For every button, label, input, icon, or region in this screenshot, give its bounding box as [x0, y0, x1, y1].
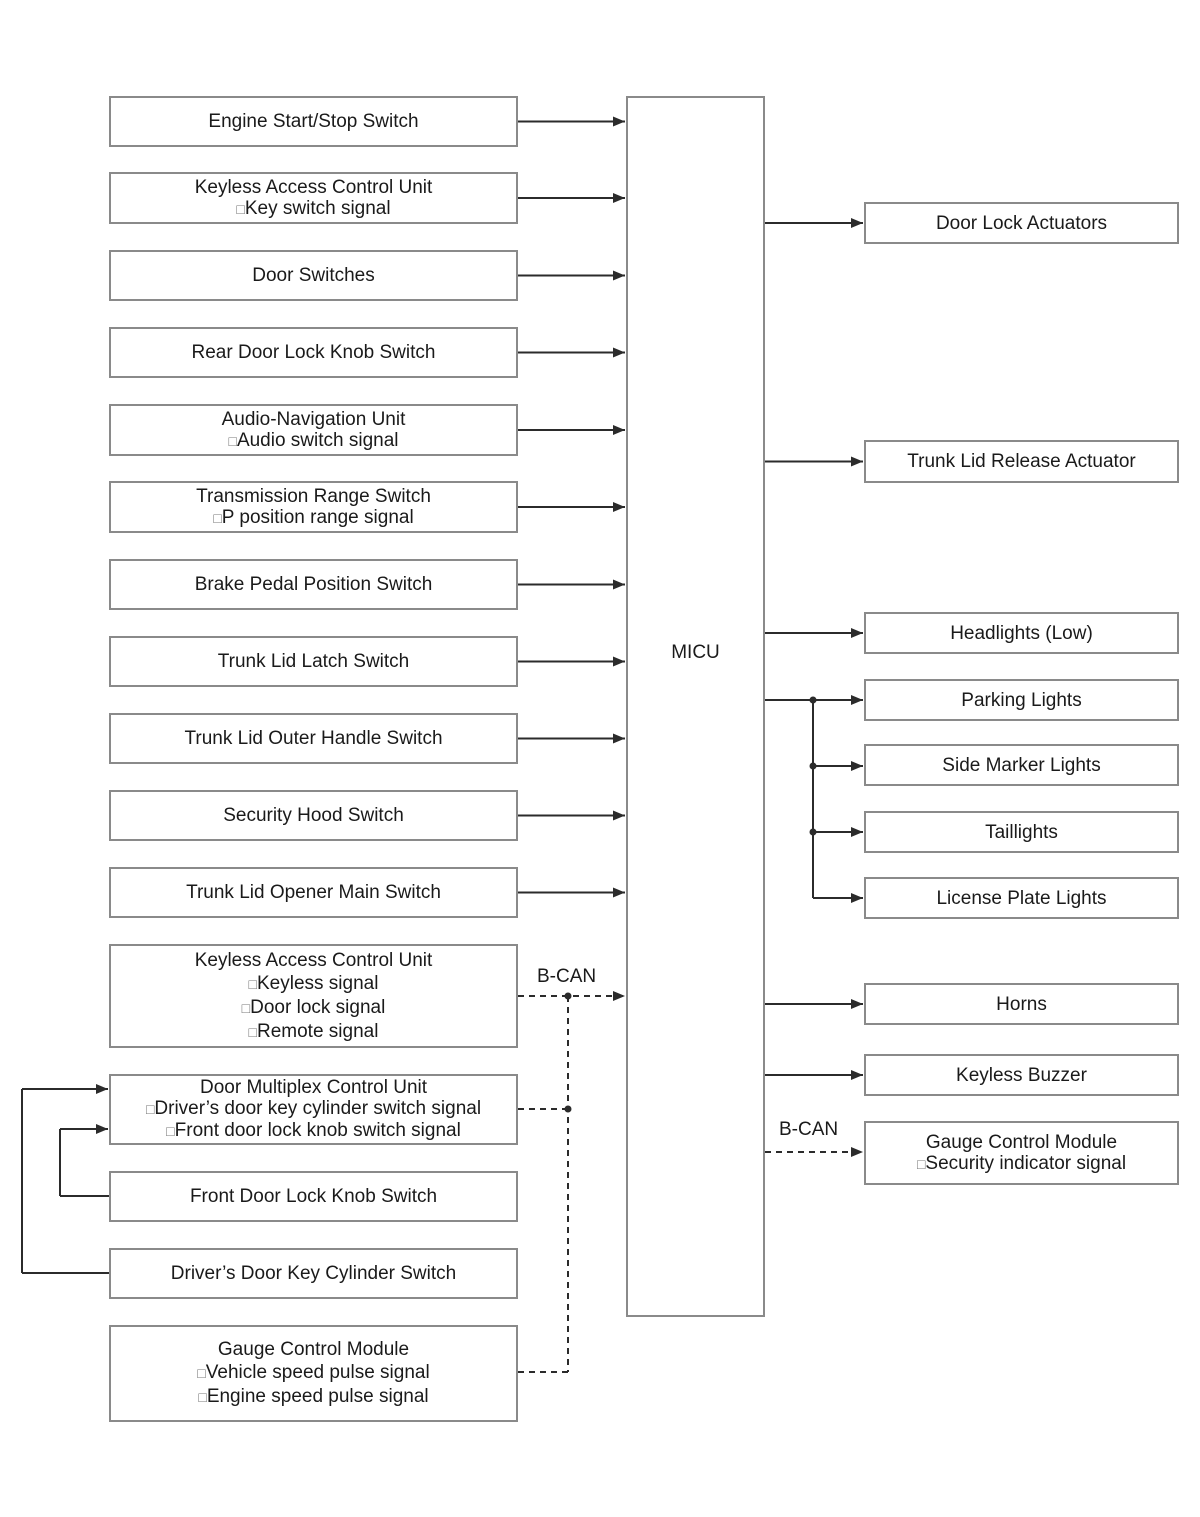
bullet-glyph: □ — [228, 432, 237, 449]
box-title: Brake Pedal Position Switch — [194, 574, 433, 595]
input-box-rear-door-lock-knob-switch: Rear Door Lock Knob Switch — [109, 327, 518, 378]
signal-text: Engine speed pulse signal — [206, 1386, 429, 1407]
input-box-trunk-lid-latch-switch: Trunk Lid Latch Switch — [109, 636, 518, 687]
box-title: Trunk Lid Latch Switch — [217, 651, 410, 672]
bcan-label-output: B-CAN — [779, 1119, 839, 1140]
input-box-door-switches: Door Switches — [109, 250, 518, 301]
output-box-keyless-buzzer: Keyless Buzzer — [864, 1054, 1179, 1096]
signal-label: □Vehicle speed pulse signal — [197, 1361, 429, 1385]
input-box-security-hood-switch: Security Hood Switch — [109, 790, 518, 841]
input-box-transmission-range-switch: Transmission Range Switch□P position ran… — [109, 481, 518, 533]
junction-dot — [564, 1105, 572, 1113]
signal-label: □P position range signal — [213, 507, 413, 529]
junction-dot — [564, 992, 572, 1000]
output-box-license-plate-lights: License Plate Lights — [864, 877, 1179, 919]
bullet-glyph: □ — [916, 1155, 926, 1172]
box-title: Security Hood Switch — [223, 805, 404, 826]
input-box-keyless-access-control-unit: Keyless Access Control Unit□Keyless sign… — [109, 944, 518, 1048]
box-title: Trunk Lid Outer Handle Switch — [184, 728, 443, 749]
input-box-front-door-lock-knob-switch: Front Door Lock Knob Switch — [109, 1171, 518, 1222]
bullet-glyph: □ — [145, 1101, 155, 1117]
output-box-side-marker-lights: Side Marker Lights — [864, 744, 1179, 786]
box-title: Door Switches — [252, 265, 375, 286]
output-box-taillights: Taillights — [864, 811, 1179, 853]
signal-text: Remote signal — [257, 1020, 379, 1042]
signal-label: □Keyless signal — [249, 972, 379, 996]
bullet-glyph: □ — [213, 509, 222, 526]
signal-label: □Audio switch signal — [228, 430, 398, 452]
signal-label: □Engine speed pulse signal — [198, 1385, 428, 1409]
junction-dot — [809, 696, 817, 704]
box-title: Trunk Lid Opener Main Switch — [186, 882, 441, 903]
micu-block: MICU — [626, 96, 765, 1317]
bullet-glyph: □ — [197, 1365, 206, 1381]
output-box-trunk-lid-release-actuator: Trunk Lid Release Actuator — [864, 440, 1179, 483]
box-title: Door Multiplex Control Unit — [199, 1077, 428, 1098]
bcan-label-input: B-CAN — [537, 966, 597, 987]
signal-label: □Driver’s door key cylinder switch signa… — [146, 1098, 481, 1120]
output-box-door-lock-actuators: Door Lock Actuators — [864, 202, 1179, 244]
bullet-glyph: □ — [241, 999, 251, 1016]
box-title: License Plate Lights — [936, 887, 1107, 909]
box-title: Horns — [996, 993, 1047, 1015]
box-title: Engine Start/Stop Switch — [208, 111, 419, 132]
signal-label: □Front door lock knob switch signal — [166, 1120, 461, 1142]
box-title: Audio-Navigation Unit — [221, 408, 406, 430]
signal-label: □Door lock signal — [242, 996, 386, 1020]
junction-dot — [809, 762, 817, 770]
signal-text: Keyless signal — [257, 972, 379, 994]
input-box-gauge-control-module: Gauge Control Module□Vehicle speed pulse… — [109, 1325, 518, 1422]
input-box-brake-pedal-position-switch: Brake Pedal Position Switch — [109, 559, 518, 610]
bullet-glyph: □ — [198, 1389, 207, 1405]
output-box-gauge-control-module: Gauge Control Module□Security indicator … — [864, 1121, 1179, 1185]
output-box-headlights-low: Headlights (Low) — [864, 612, 1179, 654]
box-title: Parking Lights — [961, 689, 1082, 711]
input-box-audio-navigation-unit: Audio-Navigation Unit□Audio switch signa… — [109, 404, 518, 456]
signal-text: Door lock signal — [250, 996, 386, 1018]
bullet-glyph: □ — [166, 1123, 175, 1139]
box-title: Gauge Control Module — [925, 1131, 1118, 1153]
input-box-door-multiplex-control-unit: Door Multiplex Control Unit□Driver’s doo… — [109, 1074, 518, 1145]
output-box-parking-lights: Parking Lights — [864, 679, 1179, 721]
signal-label: □Security indicator signal — [917, 1153, 1126, 1175]
box-title: Keyless Access Control Unit — [194, 949, 433, 971]
bullet-glyph: □ — [236, 200, 245, 217]
bullet-glyph: □ — [248, 975, 257, 992]
signal-text: Front door lock knob switch signal — [174, 1120, 461, 1141]
box-title: Driver’s Door Key Cylinder Switch — [170, 1263, 457, 1284]
signal-text: Driver’s door key cylinder switch signal — [154, 1098, 482, 1119]
input-box-engine-start-stop-switch: Engine Start/Stop Switch — [109, 96, 518, 147]
box-title: Keyless Buzzer — [956, 1064, 1087, 1086]
input-box-trunk-lid-outer-handle-switch: Trunk Lid Outer Handle Switch — [109, 713, 518, 764]
box-title: Taillights — [985, 821, 1058, 843]
input-box-keyless-access-control-unit: Keyless Access Control Unit□Key switch s… — [109, 172, 518, 224]
signal-text: Key switch signal — [244, 197, 391, 219]
signal-label: □Key switch signal — [236, 198, 390, 220]
micu-label: MICU — [671, 642, 720, 663]
box-title: Side Marker Lights — [942, 754, 1101, 776]
box-title: Rear Door Lock Knob Switch — [191, 342, 436, 363]
box-title: Door Lock Actuators — [935, 212, 1108, 234]
signal-text: P position range signal — [221, 506, 414, 528]
box-title: Trunk Lid Release Actuator — [907, 451, 1136, 472]
box-title: Headlights (Low) — [950, 622, 1093, 644]
box-title: Front Door Lock Knob Switch — [189, 1186, 438, 1207]
junction-dot — [809, 828, 817, 836]
input-box-drivers-door-key-cylinder-switch: Driver’s Door Key Cylinder Switch — [109, 1248, 518, 1299]
output-box-horns: Horns — [864, 983, 1179, 1025]
bullet-glyph: □ — [248, 1023, 257, 1040]
signal-text: Vehicle speed pulse signal — [205, 1362, 430, 1383]
signal-text: Security indicator signal — [925, 1152, 1127, 1174]
box-title: Gauge Control Module — [217, 1339, 410, 1360]
signal-text: Audio switch signal — [236, 429, 399, 451]
box-title: Transmission Range Switch — [196, 485, 431, 507]
signal-label: □Remote signal — [249, 1020, 379, 1044]
input-box-trunk-lid-opener-main-switch: Trunk Lid Opener Main Switch — [109, 867, 518, 918]
box-title: Keyless Access Control Unit — [194, 176, 433, 198]
